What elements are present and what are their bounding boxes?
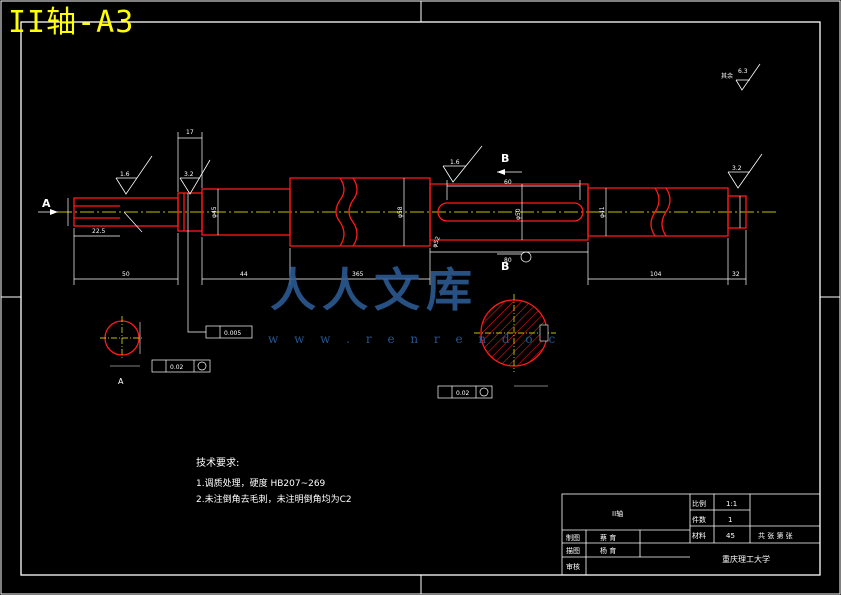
tb-check-label: 描图 <box>566 546 580 555</box>
dim-365: 365 <box>352 271 364 278</box>
tolerance-sym1 <box>151 359 211 373</box>
tolerance-sym2-value: 0.02 <box>456 390 470 397</box>
tb-drawn-name: 蔡 育 <box>600 533 616 542</box>
watermark-main: 人人文库 <box>270 263 478 317</box>
tb-school: 重庆理工大学 <box>722 554 770 564</box>
section-label-a-bottom: A <box>118 377 124 386</box>
tb-material-label: 材料 <box>692 531 706 540</box>
roughness-3: 1.6 <box>450 159 460 166</box>
section-label-b-top: B <box>501 152 509 165</box>
tb-qty-value: 1 <box>728 516 732 524</box>
tech-heading: 技术要求: <box>196 458 240 469</box>
dimension-lines <box>38 132 747 333</box>
tb-part-name: II轴 <box>612 509 623 518</box>
dim-80: 80 <box>504 257 512 264</box>
technical-requirements: 技术要求: 1.调质处理，硬度 HB207~269 2.未注倒角去毛刺，未注明倒… <box>196 456 352 508</box>
dim-44: 44 <box>240 271 248 278</box>
tech-line-1: 1.调质处理，硬度 HB207~269 <box>196 479 326 489</box>
datum-circle <box>520 251 532 263</box>
tb-scale-value: 1:1 <box>726 500 737 508</box>
tb-review-label: 审核 <box>566 562 580 571</box>
roughness-2: 3.2 <box>184 171 194 178</box>
drawing-title: II轴-A3 <box>8 5 135 40</box>
dim-22-5: 22.5 <box>92 228 106 235</box>
section-label-b-bottom: B <box>501 260 509 273</box>
section-label-a: A <box>42 197 51 210</box>
tb-sheets: 共 张 第 张 <box>758 531 793 540</box>
dim-104: 104 <box>650 271 662 278</box>
roughness-1: 1.6 <box>120 171 130 178</box>
tolerance-sym1-value: 0.02 <box>170 364 184 371</box>
dim-60: 60 <box>504 179 512 186</box>
tb-scale-label: 比例 <box>692 499 706 508</box>
dim-32: 32 <box>732 271 740 278</box>
tolerance-runout <box>205 325 253 339</box>
tb-qty-label: 件数 <box>692 515 706 524</box>
roughness-symbols <box>115 63 763 195</box>
tb-check-name: 杨 育 <box>600 546 616 555</box>
section-a-view <box>100 316 144 367</box>
tolerance-runout-value: 0.005 <box>224 330 241 337</box>
roughness-rest-label: 其余 <box>721 72 733 80</box>
dim-phi45: φ45 <box>211 206 218 218</box>
dim-phi52: φ52 <box>431 235 442 248</box>
dim-phi58: φ58 <box>397 206 404 218</box>
tb-material-value: 45 <box>726 532 735 540</box>
tolerance-sym2 <box>437 385 493 399</box>
dim-17: 17 <box>186 129 194 136</box>
dim-50: 50 <box>122 271 130 278</box>
roughness-4: 3.2 <box>732 165 742 172</box>
watermark-url: w w w . r e n r e n d o c <box>268 332 562 346</box>
section-b-view <box>474 294 556 387</box>
shaft-outline <box>73 177 747 247</box>
title-block <box>561 493 821 576</box>
tb-drawn-label: 制图 <box>566 533 580 542</box>
roughness-rest: 6.3 <box>738 68 748 75</box>
tech-line-2: 2.未注倒角去毛刺，未注明倒角均为C2 <box>196 495 352 505</box>
dim-phi50: φ50 <box>515 208 522 220</box>
dim-phi41: φ41 <box>599 206 606 218</box>
